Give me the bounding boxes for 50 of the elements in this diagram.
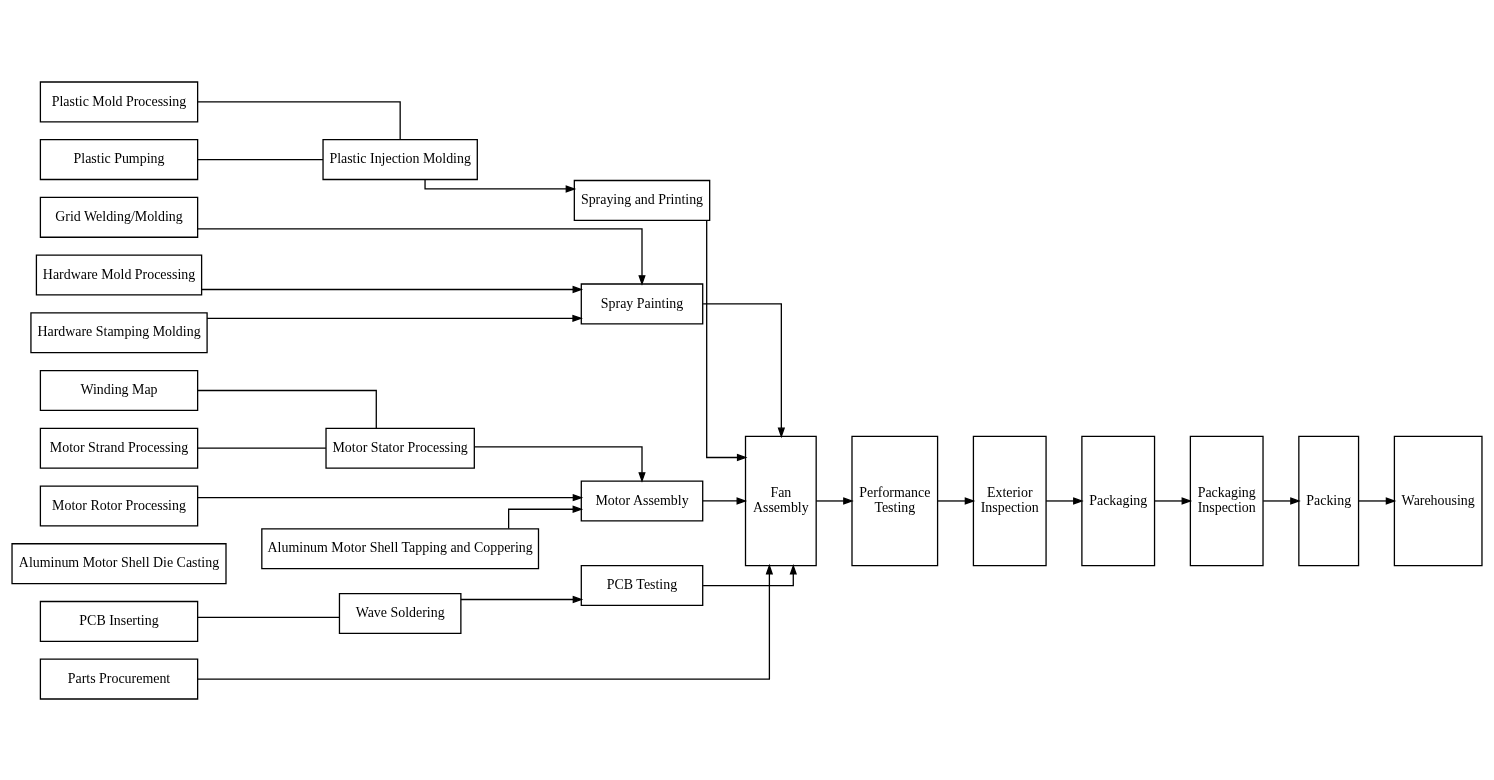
arrow bbox=[424, 178, 577, 193]
node-box: Packaging bbox=[1081, 435, 1156, 566]
arrow bbox=[508, 505, 584, 529]
node-box: Fan Assembly bbox=[744, 435, 817, 566]
connector bbox=[197, 389, 377, 429]
arrow bbox=[197, 493, 584, 501]
arrow bbox=[473, 445, 646, 483]
connector bbox=[197, 100, 401, 140]
node-box: Exterior Inspection bbox=[972, 435, 1047, 566]
arrow bbox=[197, 563, 774, 680]
arrow bbox=[1262, 496, 1301, 505]
arrow bbox=[197, 227, 646, 286]
arrow bbox=[702, 496, 748, 505]
node-box: Parts Procurement bbox=[39, 658, 199, 700]
node-box: Grid Welding/Molding bbox=[39, 196, 199, 238]
arrow bbox=[201, 285, 584, 293]
node-box: PCB Testing bbox=[580, 564, 704, 606]
arrow bbox=[206, 314, 583, 322]
arrow bbox=[1357, 496, 1397, 505]
node-box: Plastic Mold Processing bbox=[39, 80, 199, 122]
node-box: Motor Rotor Processing bbox=[39, 484, 199, 526]
node-box: Plastic Injection Molding bbox=[322, 138, 478, 180]
node-box: Hardware Mold Processing bbox=[35, 254, 203, 296]
connector bbox=[197, 616, 340, 618]
node-box: Motor Stator Processing bbox=[325, 427, 475, 469]
node-box: Motor Strand Processing bbox=[39, 427, 199, 469]
arrow bbox=[702, 563, 797, 586]
arrow bbox=[702, 302, 786, 438]
connector bbox=[197, 447, 327, 449]
arrow bbox=[1045, 496, 1084, 505]
node-box: Packing bbox=[1298, 435, 1360, 566]
node-box: Hardware Stamping Molding bbox=[30, 311, 208, 353]
connector bbox=[197, 158, 324, 160]
node-box: Performance Testing bbox=[851, 435, 939, 566]
node-box: Wave Soldering bbox=[338, 592, 462, 634]
arrow bbox=[1154, 496, 1193, 505]
node-box: Plastic Pumping bbox=[39, 138, 199, 180]
node-box: Spray Painting bbox=[580, 282, 704, 324]
node-box: Motor Assembly bbox=[580, 479, 704, 521]
arrow bbox=[936, 496, 976, 505]
node-box: PCB Inserting bbox=[39, 600, 199, 642]
arrow bbox=[706, 219, 748, 461]
node-box: Warehousing bbox=[1393, 435, 1483, 566]
node-box: Winding Map bbox=[39, 369, 199, 411]
node-box: Aluminum Motor Shell Tapping and Coppering bbox=[261, 527, 540, 569]
arrow bbox=[815, 496, 854, 505]
node-box: Aluminum Motor Shell Die Casting bbox=[11, 542, 227, 584]
arrow bbox=[460, 595, 584, 603]
node-box: Spraying and Printing bbox=[573, 179, 711, 221]
node-box: Packaging Inspection bbox=[1189, 435, 1264, 566]
